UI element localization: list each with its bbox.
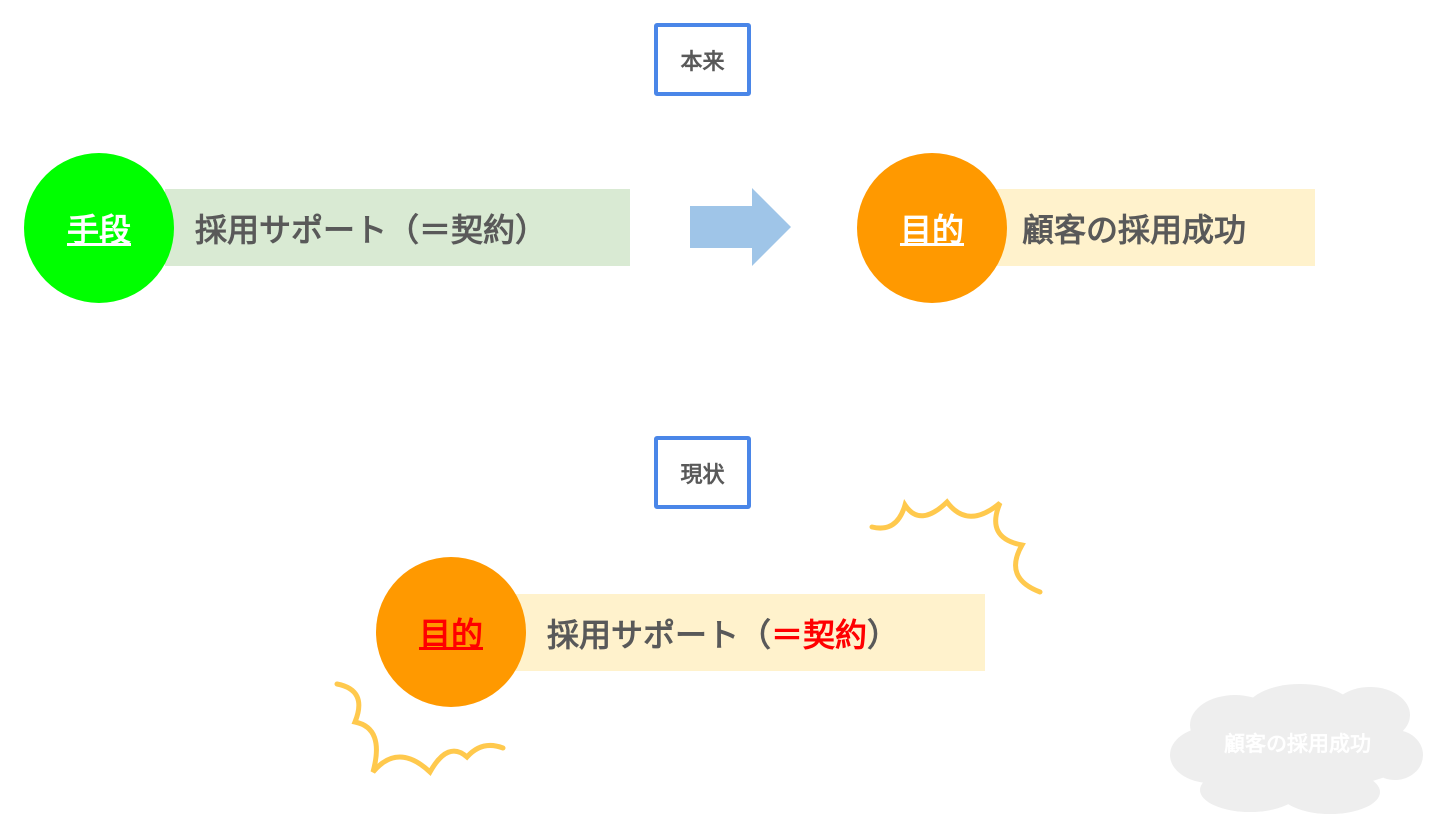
current-text-after: ） [867, 615, 900, 654]
means-text: 採用サポート（＝契約） [165, 189, 630, 266]
cloud-shape [1170, 684, 1423, 814]
ideal-label: 本来 [654, 23, 751, 96]
means-badge: 手段 [24, 153, 174, 303]
emphasis-squiggle-top [869, 498, 1043, 595]
arrow-right-icon [690, 188, 791, 266]
goal-badge: 目的 [857, 153, 1007, 303]
current-goal-badge: 目的 [376, 557, 526, 707]
current-text: 採用サポート（＝契約） [515, 594, 985, 671]
emphasis-squiggle-bottom [334, 681, 506, 777]
current-label: 現状 [654, 436, 751, 509]
cloud-text: 顧客の採用成功 [1224, 732, 1371, 756]
current-text-highlight: ＝契約 [771, 615, 868, 654]
current-text-before: 採用サポート（ [547, 615, 772, 654]
goal-text: 顧客の採用成功 [990, 189, 1315, 266]
